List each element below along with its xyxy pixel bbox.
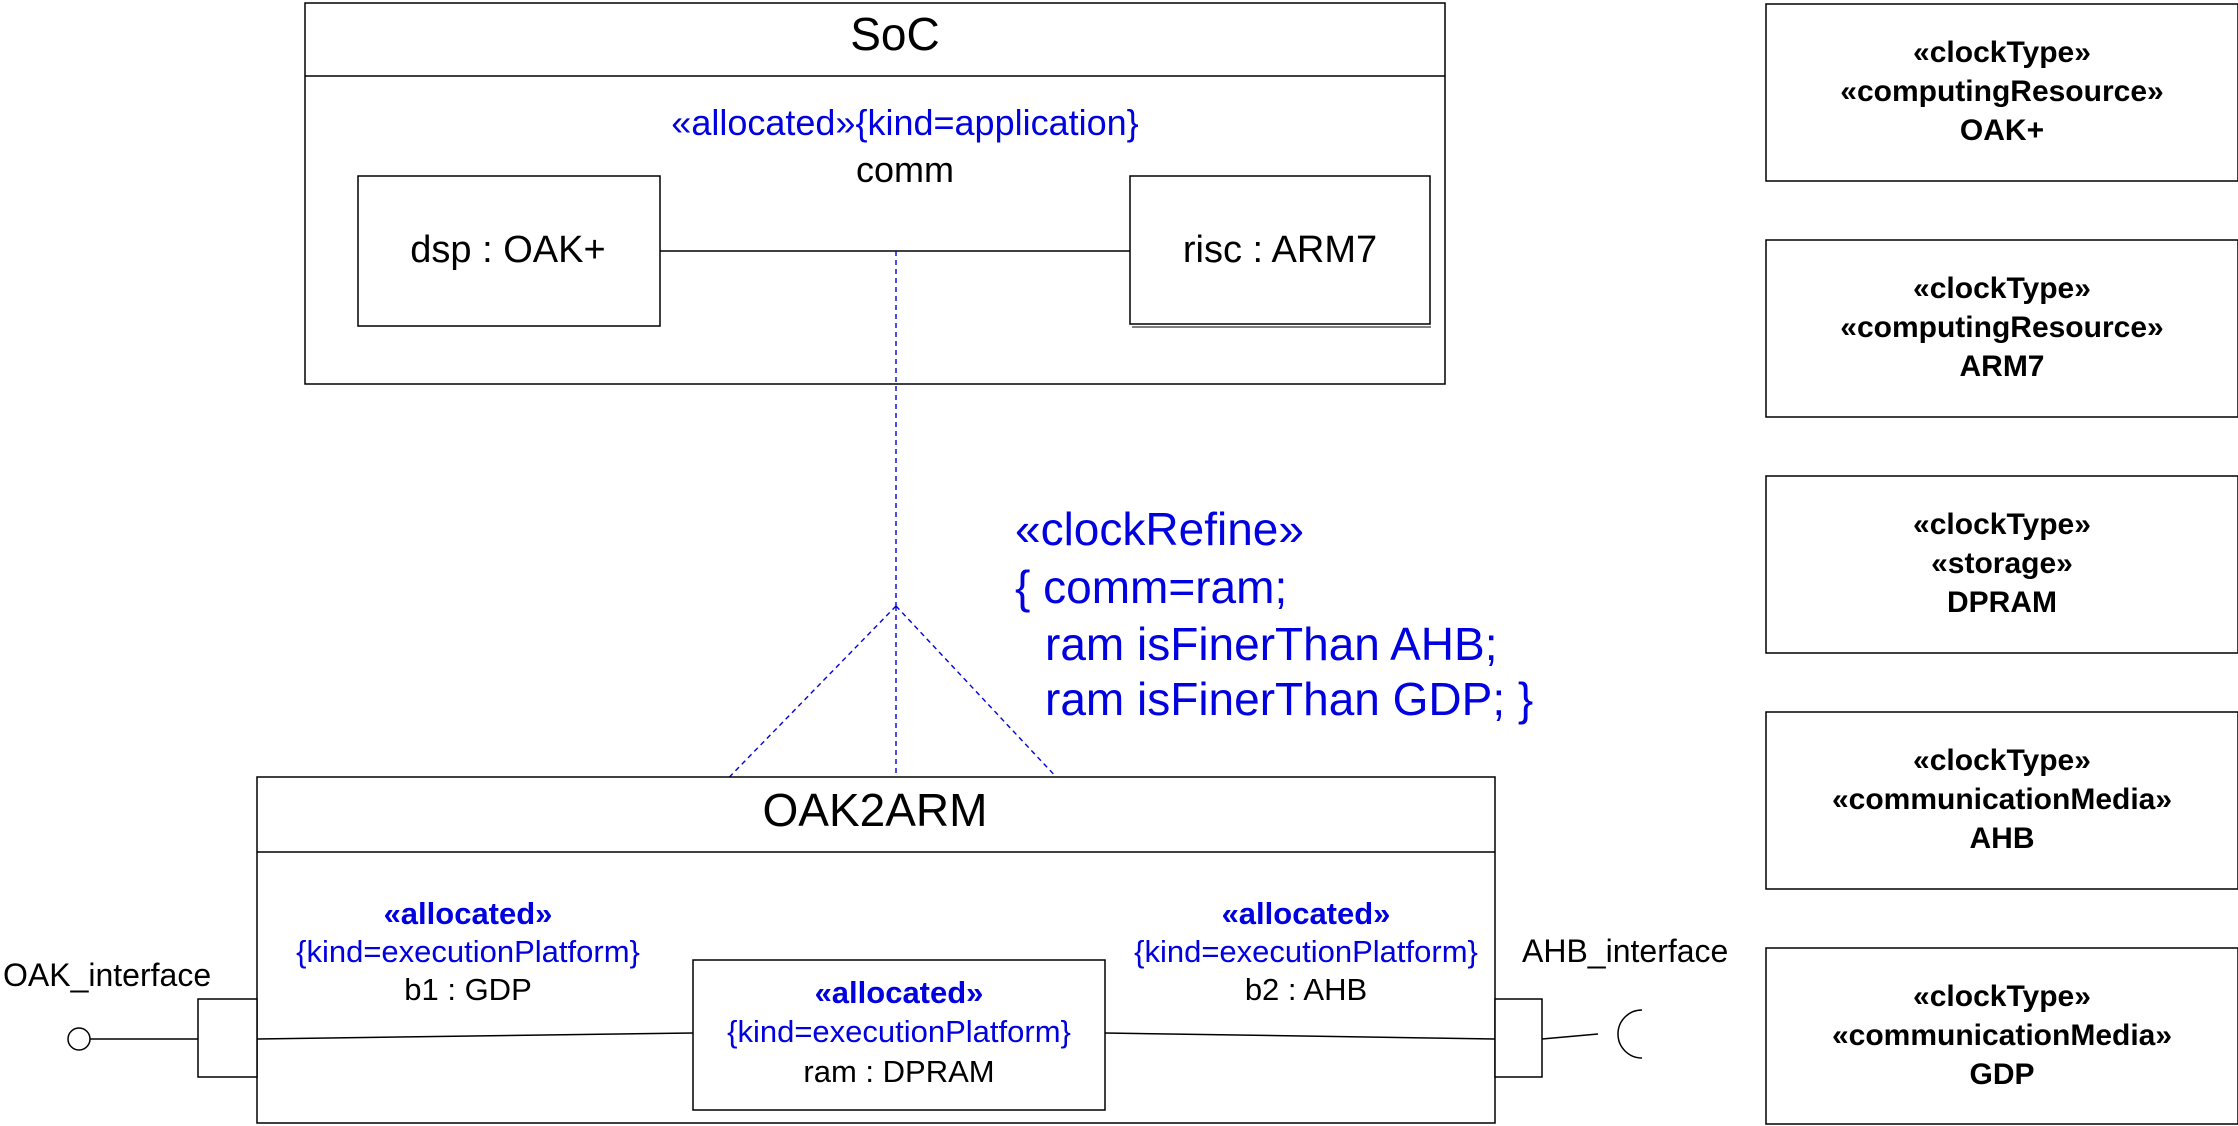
clock-refine-constraint-line-1: { comm=ram;	[1015, 561, 1287, 613]
clock-refine-stereotype: «clockRefine»	[1015, 503, 1304, 555]
oak2arm-title: OAK2ARM	[763, 784, 988, 836]
ram-part[interactable]: «allocated» {kind=executionPlatform} ram…	[692, 959, 1106, 1111]
clocktype-gdp-stereo-1: «clockType»	[1913, 980, 2091, 1013]
clocktype-gdp-stereo-2: «communicationMedia»	[1832, 1019, 2172, 1052]
clocktype-oak-stereo-1: «clockType»	[1913, 36, 2091, 69]
clock-refine-constraint-line-3: ram isFinerThan GDP; }	[1045, 673, 1533, 725]
clocktype-ahb[interactable]: «clockType» «communicationMedia» AHB	[1765, 711, 2238, 890]
soc-block[interactable]: SoC «allocated»{kind=application} comm d…	[304, 2, 1446, 385]
b2-connector[interactable]	[1104, 1032, 1496, 1040]
clocktype-dpram[interactable]: «clockType» «storage» DPRAM	[1765, 475, 2238, 654]
ram-part-label: ram : DPRAM	[803, 1054, 994, 1089]
risc-part[interactable]: risc : ARM7	[1129, 175, 1431, 328]
ram-kind: {kind=executionPlatform}	[727, 1014, 1071, 1049]
clocktype-ahb-name: AHB	[1970, 822, 2035, 855]
clock-refine-label: «clockRefine» { comm=ram; ram isFinerTha…	[1015, 503, 1533, 725]
clocktype-ahb-stereo-2: «communicationMedia»	[1832, 783, 2172, 816]
b2-kind: {kind=executionPlatform}	[1134, 934, 1478, 969]
clocktype-arm7-name: ARM7	[1959, 350, 2044, 383]
clocktype-dpram-name: DPRAM	[1947, 586, 2057, 619]
b1-connector[interactable]	[256, 1032, 694, 1040]
clocktype-gdp[interactable]: «clockType» «communicationMedia» GDP	[1765, 947, 2238, 1125]
b2-stereotype: «allocated»	[1222, 896, 1391, 931]
clocktype-arm7-stereo-2: «computingResource»	[1840, 311, 2163, 344]
b1-stereotype: «allocated»	[384, 896, 553, 931]
oak-interface-lollipop[interactable]	[67, 1027, 91, 1051]
ahb-port[interactable]	[1494, 998, 1543, 1078]
clocktype-ahb-stereo-1: «clockType»	[1913, 744, 2091, 777]
clocktype-dpram-stereo-1: «clockType»	[1913, 508, 2091, 541]
soc-title: SoC	[850, 8, 939, 60]
clock-refine-constraint-line-2: ram isFinerThan AHB;	[1045, 618, 1497, 670]
clocktype-dpram-stereo-2: «storage»	[1931, 547, 2073, 580]
clocktype-gdp-name: GDP	[1969, 1058, 2034, 1091]
b2-labels: «allocated» {kind=executionPlatform} b2 …	[1134, 896, 1478, 1007]
oak-interface-label: OAK_interface	[3, 957, 211, 993]
clocktype-arm7-stereo-1: «clockType»	[1913, 272, 2091, 305]
b1-kind: {kind=executionPlatform}	[296, 934, 640, 969]
clocktype-arm7[interactable]: «clockType» «computingResource» ARM7	[1765, 239, 2238, 418]
clocktype-oak[interactable]: «clockType» «computingResource» OAK+	[1765, 3, 2238, 182]
risc-part-label: risc : ARM7	[1183, 229, 1377, 271]
soc-allocated-stereotype: «allocated»{kind=application}	[671, 102, 1138, 143]
dsp-part-label: dsp : OAK+	[410, 229, 605, 271]
dsp-part[interactable]: dsp : OAK+	[357, 175, 661, 327]
b1-part-label: b1 : GDP	[404, 972, 532, 1007]
oak2arm-block[interactable]: OAK2ARM OAK_interface AHB_interface «all…	[3, 776, 1728, 1124]
clocktype-oak-name: OAK+	[1960, 114, 2044, 147]
ahb-interface-socket[interactable]	[1617, 1009, 1643, 1059]
comm-connector-name: comm	[856, 149, 954, 190]
ahb-interface-label: AHB_interface	[1522, 933, 1728, 969]
b1-labels: «allocated» {kind=executionPlatform} b1 …	[296, 896, 640, 1007]
ram-stereotype: «allocated»	[815, 975, 984, 1010]
clocktype-oak-stereo-2: «computingResource»	[1840, 75, 2163, 108]
oak-port[interactable]	[197, 998, 258, 1078]
b2-part-label: b2 : AHB	[1245, 972, 1367, 1007]
